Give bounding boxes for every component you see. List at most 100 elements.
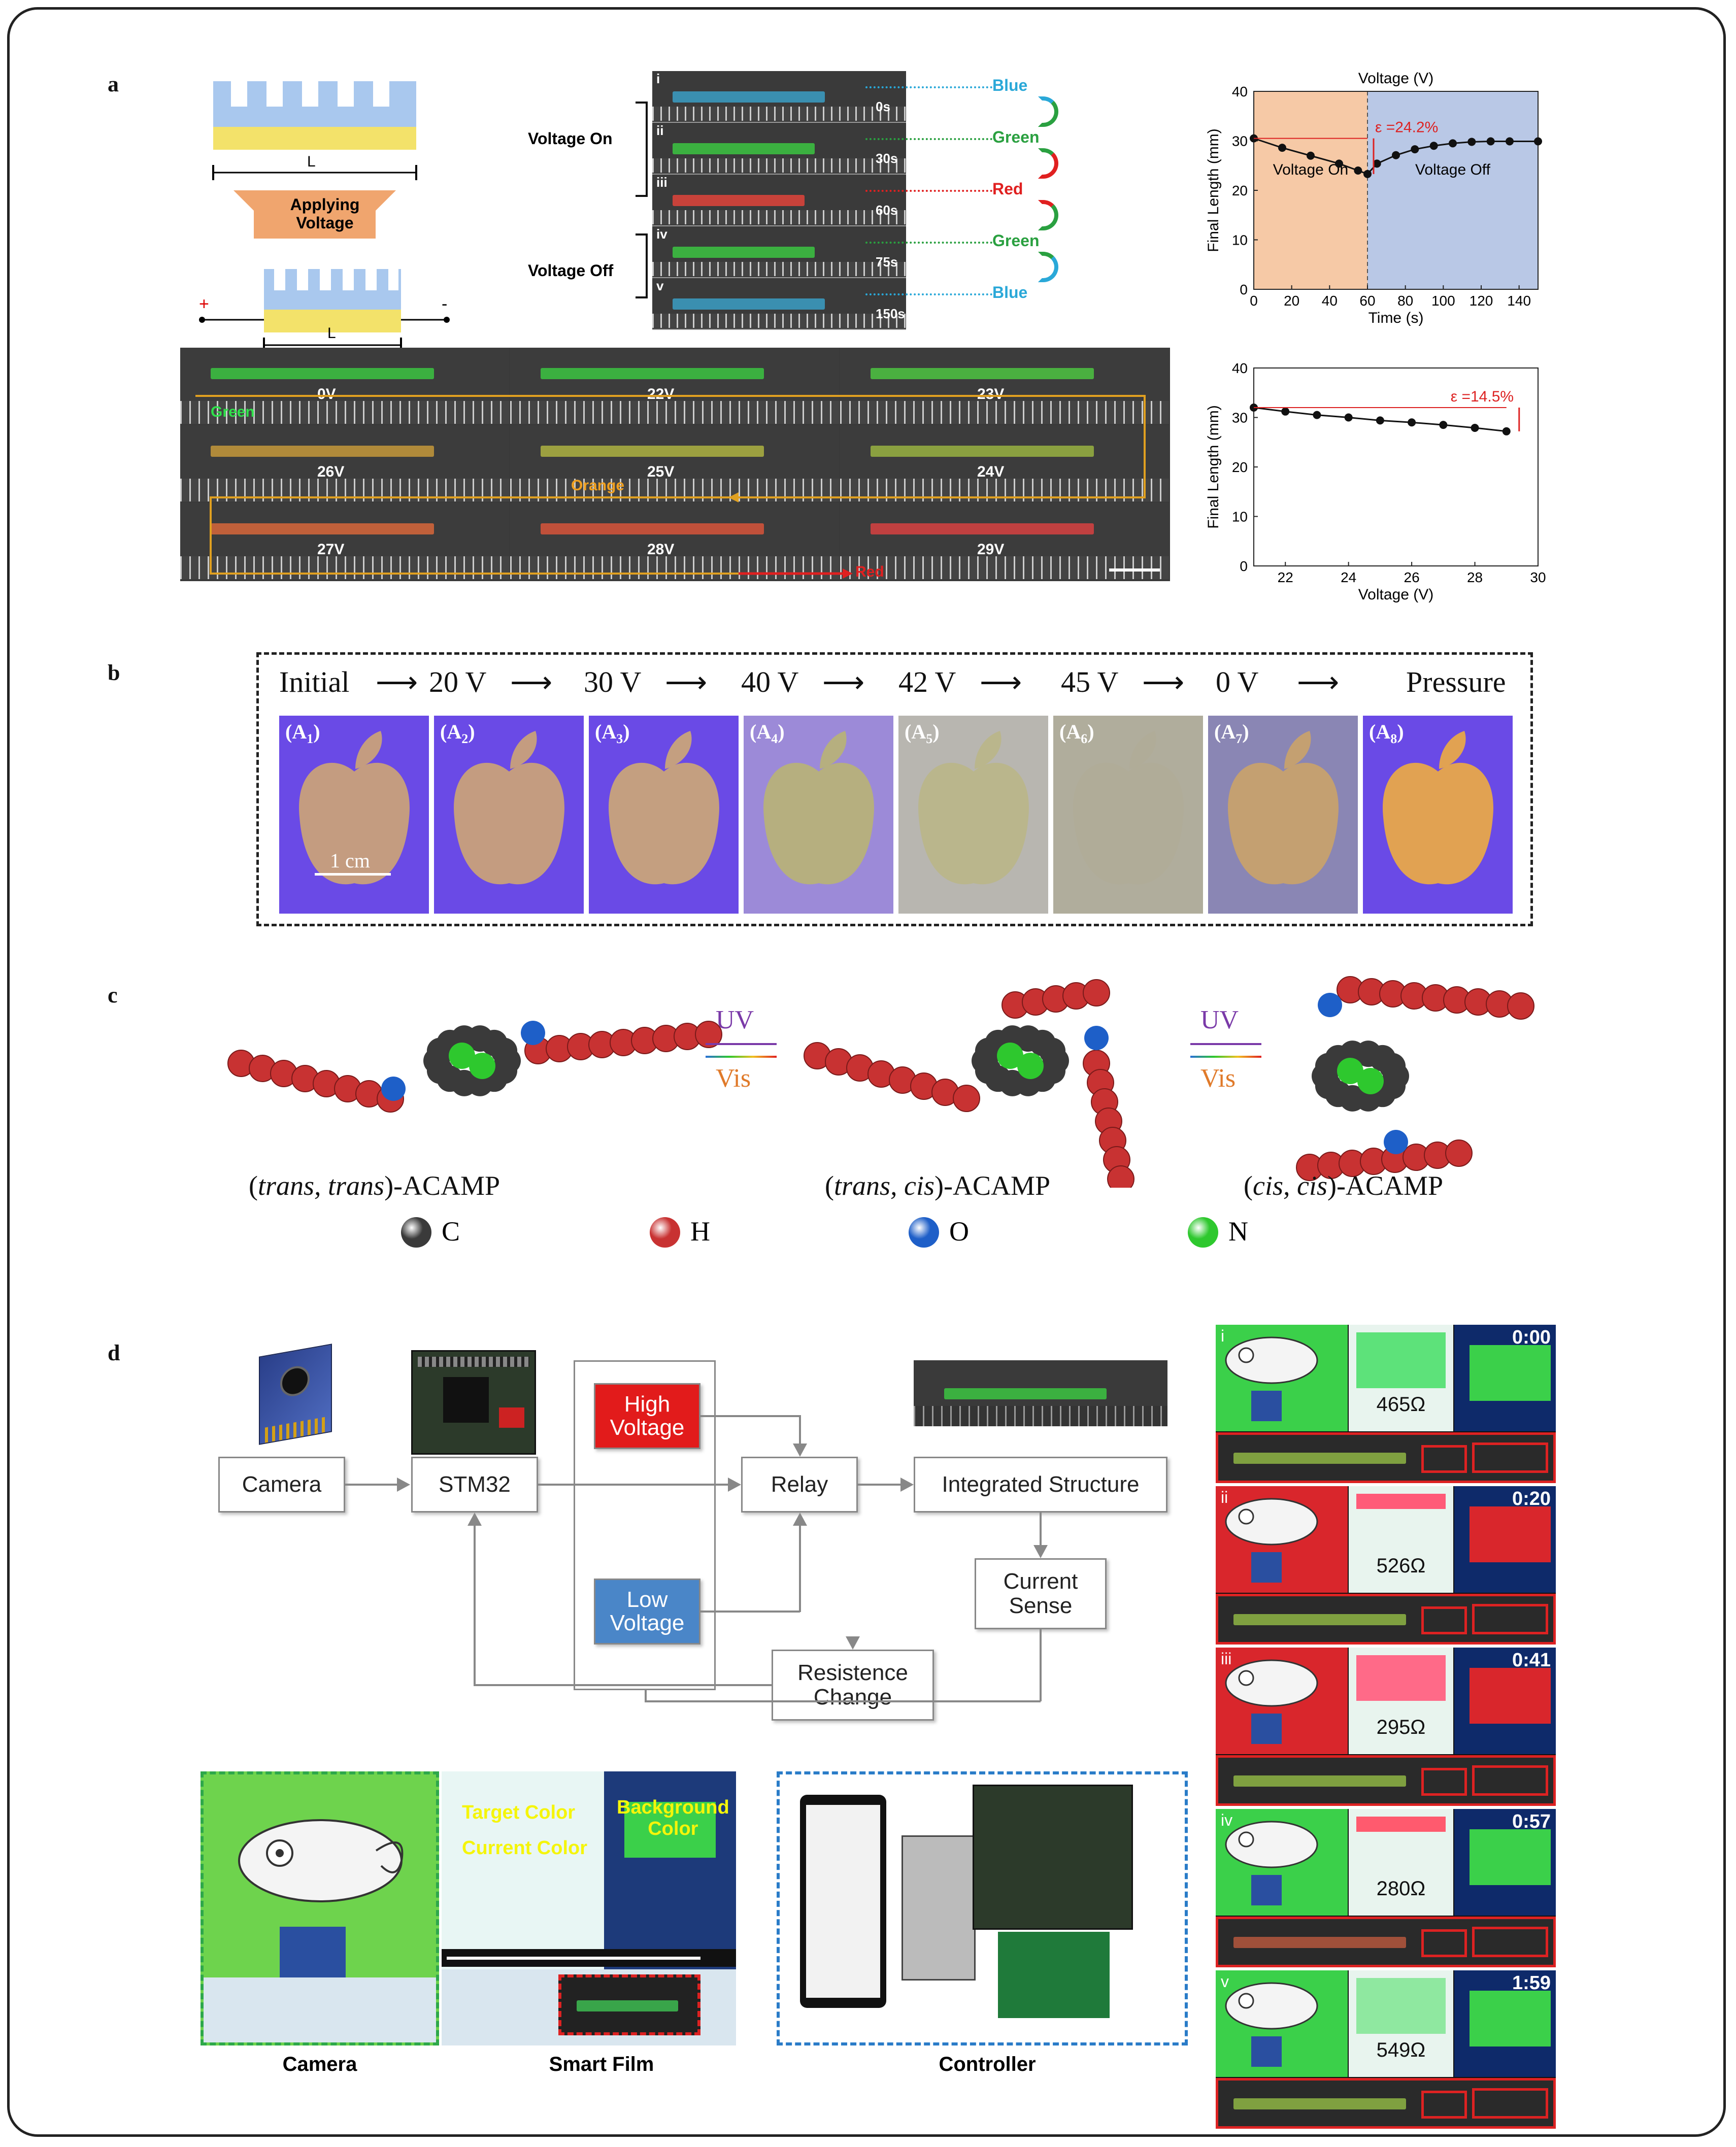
controller-board bbox=[973, 1785, 1133, 1930]
apple-image: (A7) bbox=[1208, 716, 1358, 914]
schematic-drawing bbox=[199, 81, 450, 353]
current-color-swatch bbox=[1356, 1655, 1446, 1701]
length-label-top: L bbox=[307, 153, 316, 170]
elapsed-time: 0:00 bbox=[1512, 1327, 1551, 1348]
chart-region bbox=[1254, 91, 1367, 289]
background-color-patch bbox=[1470, 1991, 1551, 2047]
arrowhead-camera-stm32 bbox=[397, 1478, 410, 1492]
carbon-atom bbox=[1039, 1037, 1066, 1064]
camera-module bbox=[1251, 2036, 1282, 2067]
data-point bbox=[1335, 159, 1343, 168]
data-point bbox=[1534, 137, 1542, 146]
arrow-relay-structure bbox=[858, 1484, 900, 1486]
relay-board bbox=[998, 1932, 1110, 2018]
high-voltage-box: High Voltage bbox=[594, 1383, 700, 1449]
y-axis-label: Final Length (mm) bbox=[1205, 128, 1222, 252]
app-screen: 295Ω bbox=[1349, 1648, 1453, 1754]
apple-image: (A1)1 cm bbox=[279, 716, 429, 914]
stage-label-letter: A bbox=[602, 720, 617, 743]
x-tick-label: 22 bbox=[1278, 569, 1293, 585]
zoom-inset bbox=[1472, 1604, 1548, 1634]
color-label: Blue bbox=[992, 283, 1028, 301]
film-strip bbox=[211, 446, 434, 457]
grid-red-label: Red bbox=[855, 563, 884, 580]
line-high-relay-down bbox=[799, 1415, 801, 1445]
stage-label-subscript: 2 bbox=[461, 731, 469, 746]
controller-photo bbox=[777, 1771, 1188, 2045]
hydrogen-atom bbox=[1107, 1165, 1134, 1193]
data-point bbox=[1439, 421, 1448, 429]
ruler bbox=[840, 556, 1169, 579]
data-point bbox=[1411, 145, 1419, 154]
uv-arrow bbox=[1190, 1043, 1261, 1045]
data-point bbox=[1313, 411, 1321, 419]
isomer-name: (cis, cis)-ACAMP bbox=[1244, 1170, 1443, 1201]
stage-label: (A3) bbox=[595, 720, 630, 746]
y-tick-label: 40 bbox=[1232, 84, 1248, 99]
zoom-box bbox=[1421, 2091, 1467, 2119]
data-point bbox=[1408, 418, 1416, 427]
stage-label-letter: A bbox=[1066, 720, 1081, 743]
chameleon-icon bbox=[1225, 1336, 1318, 1384]
x-tick-label: 20 bbox=[1284, 293, 1299, 309]
camera-lens-icon bbox=[280, 1364, 310, 1399]
strain-annotation: ε =24.2% bbox=[1375, 119, 1438, 136]
zoom-inset bbox=[1472, 2088, 1548, 2119]
stage-arrow-icon: ⟶ bbox=[980, 666, 1022, 699]
stage-header: Initial bbox=[279, 665, 350, 698]
line-feedback-up bbox=[474, 1526, 476, 1685]
x-tick-label: 120 bbox=[1470, 293, 1493, 309]
phone-device bbox=[800, 1795, 886, 2008]
molecule-trans-trans bbox=[227, 1021, 722, 1113]
data-point bbox=[1307, 151, 1315, 160]
stage-label-subscript: 1 bbox=[307, 731, 314, 746]
stage-header: Pressure bbox=[1406, 665, 1506, 698]
transition-arrow-icon bbox=[1038, 200, 1058, 230]
camera-module-photo bbox=[280, 1927, 346, 1983]
frame-roman: iii bbox=[1221, 1650, 1232, 1668]
integrated-structure-image bbox=[914, 1360, 1167, 1426]
carbon-atom bbox=[1379, 1053, 1406, 1080]
current-color-swatch bbox=[1356, 1978, 1446, 2034]
frame-roman: ii bbox=[656, 123, 664, 138]
zoom-box bbox=[1421, 1929, 1467, 1957]
apple-icon bbox=[609, 731, 719, 885]
ruler bbox=[510, 556, 839, 579]
background-color-patch bbox=[1470, 1829, 1551, 1885]
isomer-name-open: ( bbox=[249, 1170, 258, 1201]
frame-time: 150s bbox=[876, 306, 905, 321]
isomer-configuration: cis, cis bbox=[1252, 1170, 1327, 1201]
y-tick-label: 20 bbox=[1232, 459, 1248, 475]
app-screen: 280Ω bbox=[1349, 1809, 1453, 1916]
ruler bbox=[652, 107, 906, 121]
elapsed-time: 1:59 bbox=[1512, 1972, 1551, 1994]
stage-label-letter: A bbox=[292, 720, 307, 743]
elapsed-time: 0:57 bbox=[1512, 1811, 1551, 1832]
chameleon-drawing bbox=[238, 1819, 404, 1902]
camera-photo bbox=[201, 1771, 439, 2045]
relay-box: Relay bbox=[741, 1457, 858, 1513]
current-color-swatch bbox=[1356, 1332, 1446, 1388]
board-component bbox=[499, 1407, 524, 1428]
voltage-value-label: 24V bbox=[977, 463, 1005, 480]
transition-arrow-icon bbox=[1038, 252, 1058, 282]
x-tick-label: 40 bbox=[1322, 293, 1338, 309]
stage-arrow-icon: ⟶ bbox=[510, 666, 553, 699]
film-strip-view bbox=[1216, 1755, 1556, 1806]
chameleon-icon bbox=[1225, 1498, 1318, 1546]
stage-label-letter: A bbox=[756, 720, 772, 743]
transition-arrow-icon bbox=[1038, 96, 1058, 127]
arrow-camera-stm32 bbox=[345, 1484, 398, 1486]
oxygen-atom bbox=[1084, 1026, 1109, 1050]
data-point bbox=[1278, 144, 1286, 152]
apple-icon bbox=[1383, 731, 1493, 885]
white-arrow-line bbox=[447, 1957, 700, 1960]
isomer-name-suffix: )-ACAMP bbox=[1327, 1170, 1443, 1201]
background-color-patch bbox=[1470, 1506, 1551, 1562]
film-strip bbox=[673, 298, 825, 310]
arrowhead-feedback-stm32 bbox=[468, 1513, 482, 1526]
